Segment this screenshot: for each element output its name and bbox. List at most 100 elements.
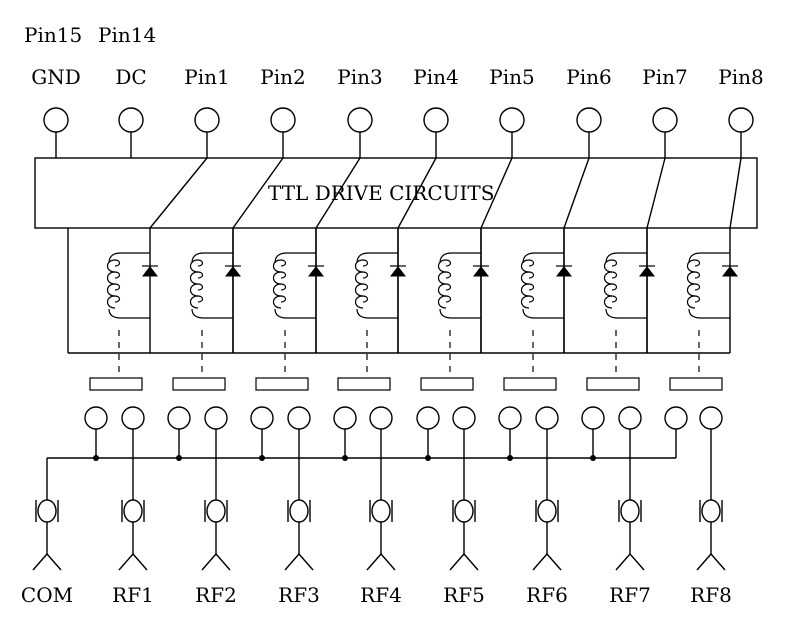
coil-winding-inner <box>611 283 618 291</box>
coil-winding-inner <box>280 283 287 291</box>
coil-bottom-wire <box>439 308 481 319</box>
coax-connector-icon <box>206 499 226 523</box>
port-fork-right <box>132 553 148 571</box>
top-pin-terminals <box>43 107 754 158</box>
junction-dot <box>259 455 265 461</box>
coil-winding <box>603 295 613 309</box>
relay-contact-bar <box>89 377 143 391</box>
coil-winding-inner <box>362 271 369 279</box>
common-contact-terminal <box>333 406 357 430</box>
rf-output-network <box>32 406 726 571</box>
coil-winding-inner <box>197 283 204 291</box>
top-label-pin8: Pin8 <box>718 65 763 89</box>
top-label-pin2: Pin2 <box>260 65 305 89</box>
coil-winding <box>106 283 116 297</box>
drive-trace <box>563 157 590 229</box>
top-pin-terminal <box>499 107 525 133</box>
coil-winding-inner <box>362 283 369 291</box>
junction-dot <box>507 455 513 461</box>
coax-connector-icon <box>620 499 640 523</box>
coil-winding-inner <box>528 271 535 279</box>
coil-winding <box>686 271 696 285</box>
coil-winding <box>686 283 696 297</box>
drive-trace <box>315 157 361 229</box>
port-label-rf3: RF3 <box>278 583 320 607</box>
junction-dot <box>176 455 182 461</box>
coil-bottom-wire <box>274 308 316 319</box>
relay-cells <box>89 252 739 391</box>
coil-winding-inner <box>445 271 452 279</box>
coil-winding <box>272 259 282 273</box>
relay-contact-bar <box>586 377 640 391</box>
coil-winding <box>603 271 613 285</box>
relay-contact-bar <box>669 377 723 391</box>
port-fork-left <box>366 553 382 571</box>
coil-winding <box>354 271 364 285</box>
rf-contact-terminal <box>369 406 393 430</box>
coil-winding-inner <box>362 259 369 267</box>
port-fork-left <box>201 553 217 571</box>
coil-winding-inner <box>694 283 701 291</box>
coil-winding-inner <box>197 295 204 303</box>
top-pin-terminal <box>576 107 602 133</box>
diode-icon <box>555 266 573 277</box>
port-fork-right <box>380 553 396 571</box>
coil-winding-inner <box>611 259 618 267</box>
coax-connector-icon <box>123 499 143 523</box>
port-fork-left <box>696 553 712 571</box>
diode-icon <box>307 266 325 277</box>
port-label-rf7: RF7 <box>609 583 651 607</box>
coil-winding-inner <box>197 259 204 267</box>
coil-winding <box>520 271 530 285</box>
coil-winding-inner <box>114 259 121 267</box>
coil-winding-inner <box>445 283 452 291</box>
port-label-rf8: RF8 <box>690 583 732 607</box>
coil-winding <box>106 271 116 285</box>
coil-winding <box>437 295 447 309</box>
port-fork-right <box>215 553 231 571</box>
port-label-rf2: RF2 <box>195 583 237 607</box>
port-fork-right <box>546 553 562 571</box>
port-label-rf6: RF6 <box>526 583 568 607</box>
coax-connector-icon <box>37 499 57 523</box>
coil-winding <box>272 271 282 285</box>
coil-winding <box>520 259 530 273</box>
top-label-gnd: GND <box>31 65 81 89</box>
coil-winding-inner <box>528 283 535 291</box>
drive-trace <box>646 157 666 229</box>
coil-winding-inner <box>611 271 618 279</box>
coax-connector-icon <box>701 499 721 523</box>
diode-icon <box>472 266 490 277</box>
rf-contact-terminal <box>121 406 145 430</box>
port-fork-right <box>463 553 479 571</box>
coil-winding <box>354 295 364 309</box>
coil-winding <box>272 295 282 309</box>
coil-winding-inner <box>280 295 287 303</box>
port-fork-right <box>298 553 314 571</box>
coil-winding <box>354 259 364 273</box>
junction-dot <box>425 455 431 461</box>
drive-trace <box>397 157 437 229</box>
coil-winding-inner <box>611 295 618 303</box>
common-contact-terminal <box>250 406 274 430</box>
diode-icon <box>721 266 739 277</box>
coil-winding-inner <box>528 295 535 303</box>
coil-winding <box>686 259 696 273</box>
coil-winding-inner <box>114 271 121 279</box>
port-label-rf1: RF1 <box>112 583 154 607</box>
coil-bottom-wire <box>688 308 730 319</box>
diode-icon <box>224 266 242 277</box>
port-label-com: COM <box>21 583 73 607</box>
rf-contact-terminal <box>452 406 476 430</box>
top-label-pin7: Pin7 <box>642 65 687 89</box>
header-pin14: Pin14 <box>98 23 156 47</box>
coil-winding <box>437 283 447 297</box>
coax-connector-icon <box>371 499 391 523</box>
driver-wiring <box>67 132 742 354</box>
coil-winding <box>189 271 199 285</box>
rf-contact-terminal <box>204 406 228 430</box>
coil-winding <box>106 295 116 309</box>
port-fork-left <box>284 553 300 571</box>
relay-contact-bar <box>337 377 391 391</box>
